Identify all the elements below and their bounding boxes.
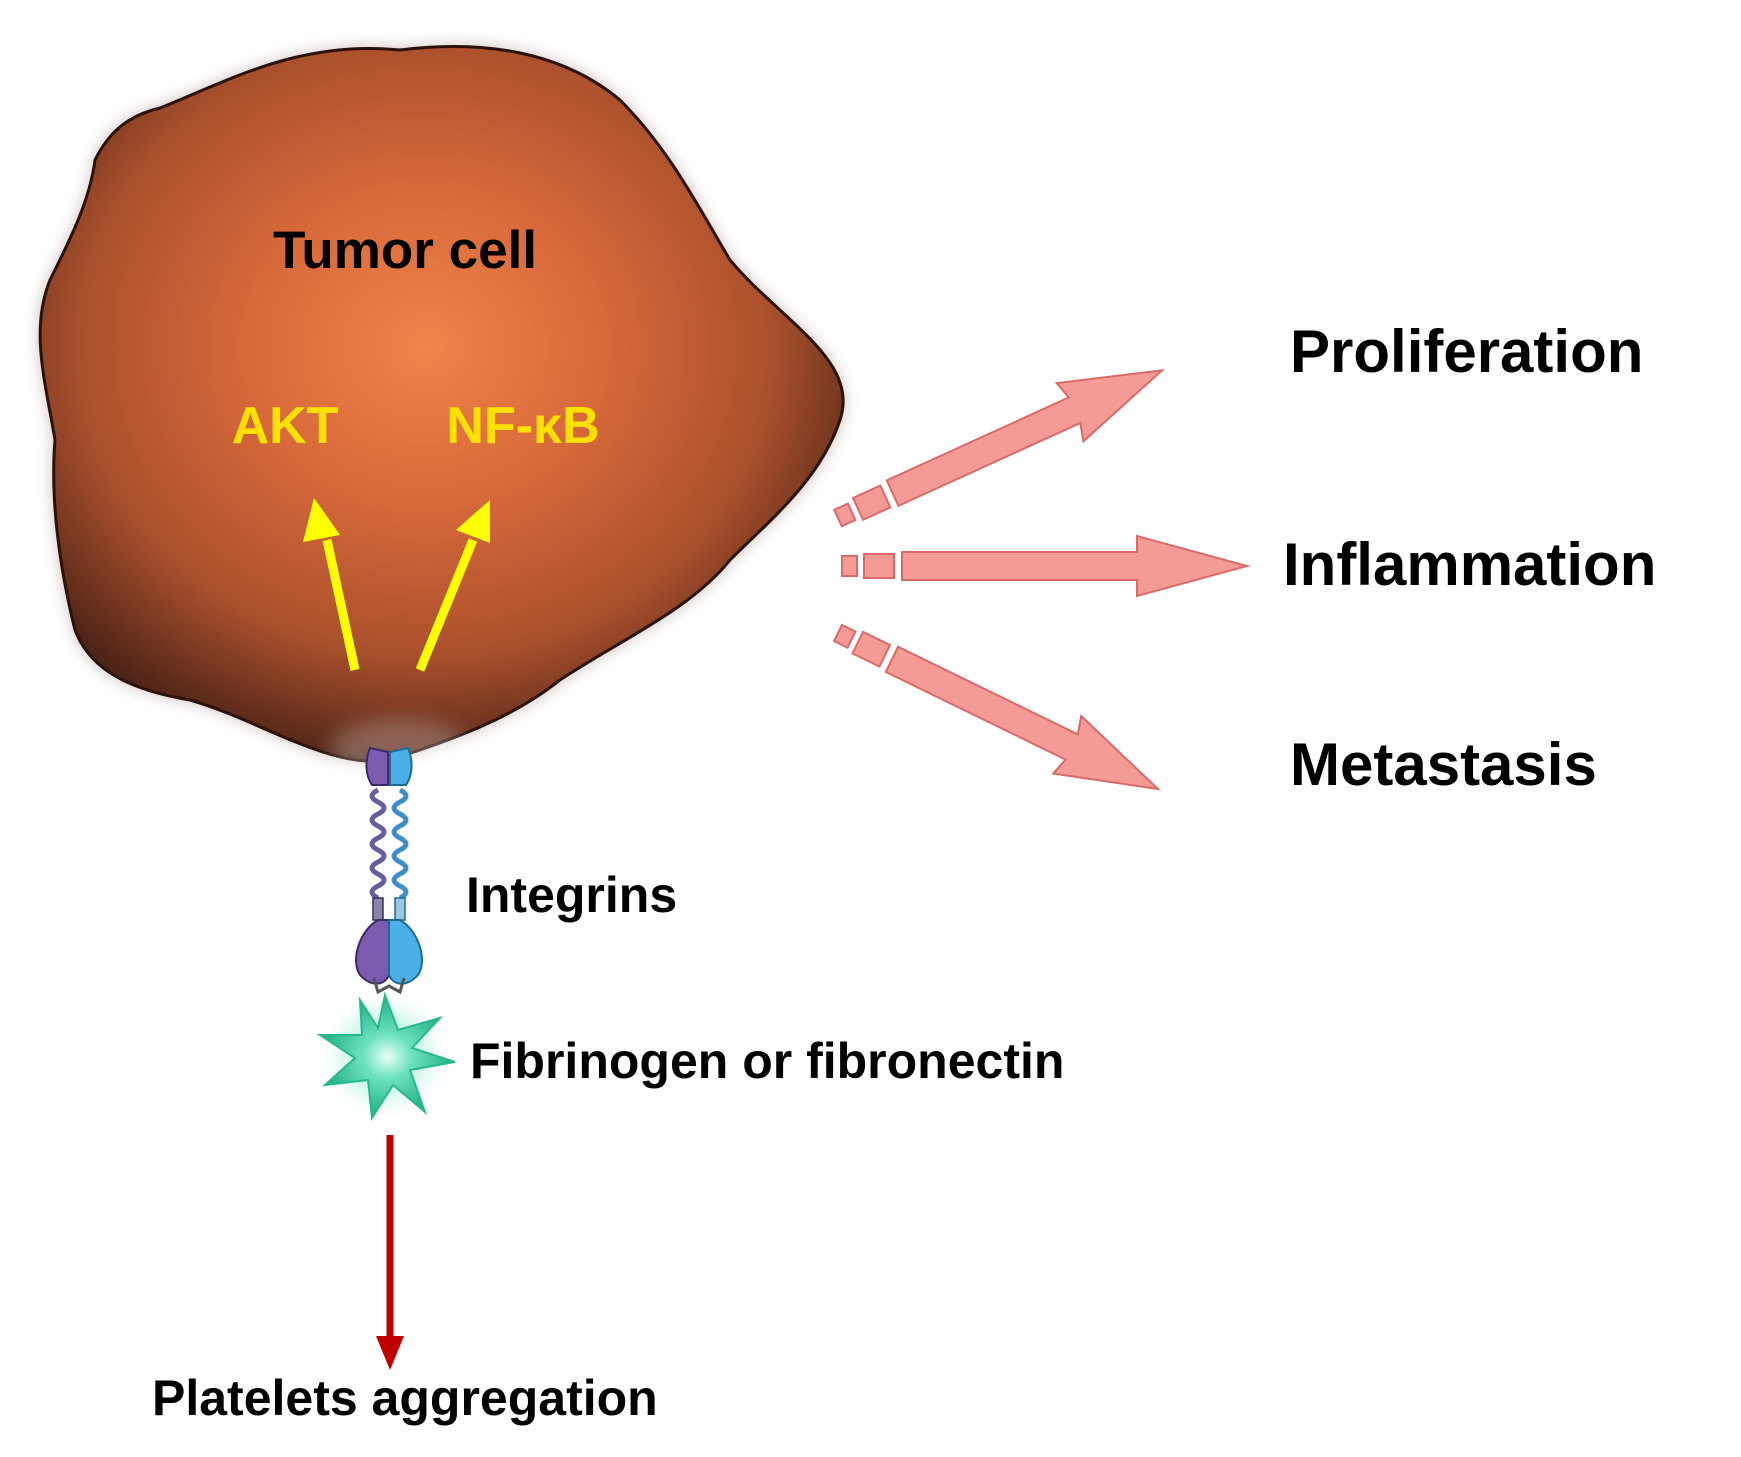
platelet-arrow [376,1135,404,1370]
nfkb-signal-arrow [415,500,490,672]
fibrinogen-label: Fibrinogen or fibronectin [470,1033,1064,1089]
fibrinogen-star-icon [316,991,456,1121]
metastasis-arrow [832,623,1161,791]
proliferation-arrow [832,368,1165,528]
proliferation-label: Proliferation [1290,318,1643,385]
akt-label: AKT [232,397,339,455]
integrin-receptor-icon [355,746,423,995]
platelets-label: Platelets aggregation [152,1370,658,1426]
tumor-cell-label: Tumor cell [273,221,537,280]
inflammation-label: Inflammation [1283,531,1656,598]
inflammation-arrow [841,534,1251,598]
tumor-cell-icon [38,45,845,780]
integrins-label: Integrins [466,867,677,923]
metastasis-label: Metastasis [1290,731,1597,798]
nfkb-label: NF-κB [446,397,599,455]
akt-signal-arrow [303,498,360,671]
